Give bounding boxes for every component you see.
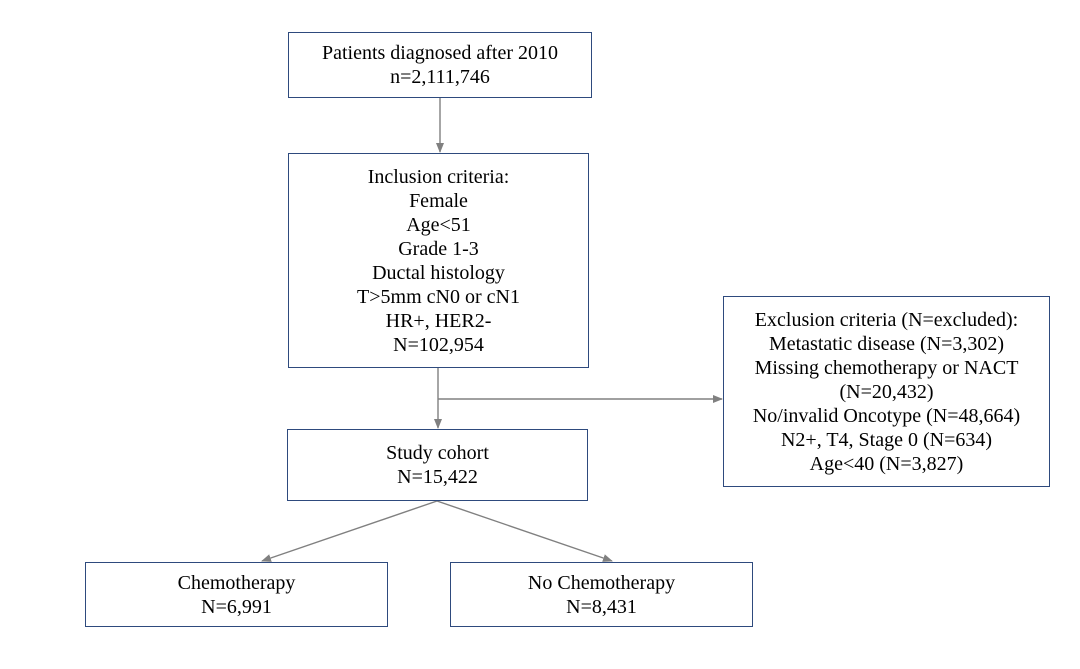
inclusion-item: Ductal histology: [372, 261, 505, 284]
arrow-cohort-to-chemo: [261, 500, 438, 562]
exclusion-criteria-box: Exclusion criteria (N=excluded): Metasta…: [723, 296, 1050, 487]
inclusion-item: Female: [409, 189, 468, 212]
inclusion-title: Inclusion criteria:: [367, 165, 510, 188]
inclusion-item: T>5mm cN0 or cN1: [357, 285, 520, 308]
no-chemo-count: N=8,431: [566, 595, 637, 618]
cohort-count: N=15,422: [397, 466, 478, 488]
exclusion-item: Missing chemotherapy or NACT: [754, 356, 1019, 379]
chemo-title: Chemotherapy: [177, 571, 296, 594]
inclusion-count: N=102,954: [393, 333, 484, 356]
inclusion-item: Grade 1-3: [398, 237, 479, 260]
exclusion-item: Metastatic disease (N=3,302): [768, 332, 1005, 355]
no-chemotherapy-box: No Chemotherapy N=8,431: [450, 562, 753, 627]
patients-box: Patients diagnosed after 2010 n=2,111,74…: [288, 32, 592, 98]
exclusion-item: (N=20,432): [839, 380, 934, 403]
no-chemo-title: No Chemotherapy: [527, 571, 676, 594]
arrow-cohort-to-no-chemo: [436, 500, 613, 562]
patients-title: Patients diagnosed after 2010: [321, 42, 559, 64]
cohort-title: Study cohort: [386, 442, 489, 464]
exclusion-item: N2+, T4, Stage 0 (N=634): [780, 428, 993, 451]
patients-count: n=2,111,746: [390, 66, 490, 88]
inclusion-criteria-box: Inclusion criteria: Female Age<51 Grade …: [288, 153, 589, 368]
exclusion-title: Exclusion criteria (N=excluded):: [754, 308, 1019, 331]
exclusion-item: Age<40 (N=3,827): [809, 452, 964, 475]
chemo-count: N=6,991: [201, 595, 272, 618]
chemotherapy-box: Chemotherapy N=6,991: [85, 562, 388, 627]
inclusion-item: Age<51: [406, 213, 471, 236]
exclusion-item: No/invalid Oncotype (N=48,664): [752, 404, 1021, 427]
study-cohort-box: Study cohort N=15,422: [287, 429, 588, 501]
inclusion-item: HR+, HER2-: [385, 309, 492, 332]
